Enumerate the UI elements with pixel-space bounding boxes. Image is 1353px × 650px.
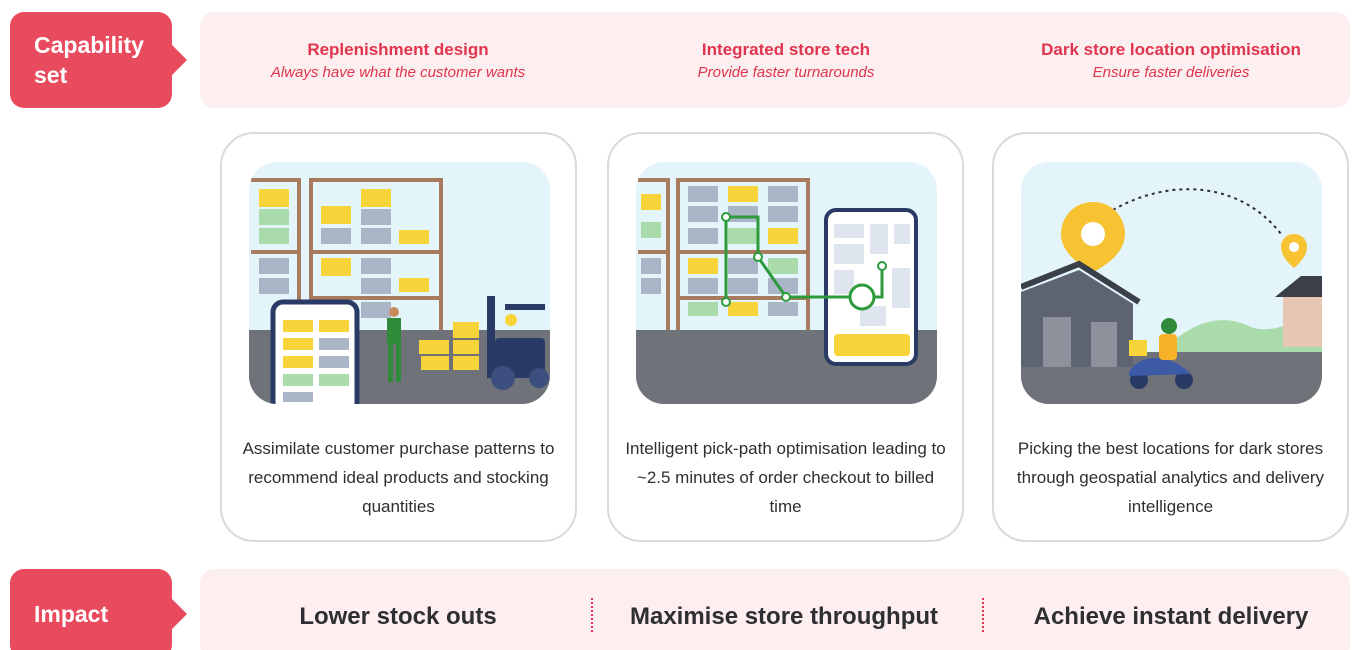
capability-title: Integrated store tech [701,40,871,59]
card-replenishment: Assimilate customer purchase patterns to… [220,132,577,542]
card-store-tech: Intelligent pick-path optimisation leadi… [607,132,964,542]
capability-title: Replenishment design [307,40,489,59]
capability-subtitle: Ensure faster deliveries [1092,64,1250,81]
impact-tag: Impact [10,569,172,650]
impact-band [200,569,1350,650]
card-description: Picking the best locations for dark stor… [1016,439,1325,516]
impact-store-throughput: Maximise store throughput [629,603,939,630]
impact-separator [982,598,984,632]
capability-band [200,12,1350,108]
dark-store-illustration [1021,162,1322,404]
card-description: Assimilate customer purchase patterns to… [242,439,555,516]
impact-label: Impact [34,601,109,627]
warehouse-illustration [249,162,550,404]
pick-path-illustration [636,162,937,404]
impact-separator [591,598,593,632]
card-description: Intelligent pick-path optimisation leadi… [625,439,946,516]
impact-instant-delivery: Achieve instant delivery [1033,603,1309,630]
card-dark-store: Picking the best locations for dark stor… [992,132,1349,542]
impact-lower-stock-outs: Lower stock outs [299,603,497,630]
capability-subtitle: Provide faster turnarounds [697,64,875,81]
capability-set-tag: Capability set [10,12,172,108]
capability-subtitle: Always have what the customer wants [270,64,526,81]
capability-set-label: Capability set [34,32,144,88]
route-map-icon [636,162,937,404]
capability-store-tech: Integrated store tech Provide faster tur… [596,38,976,84]
warehouse-icon [249,162,550,404]
capability-title: Dark store location optimisation [1041,40,1301,59]
capability-replenishment: Replenishment design Always have what th… [208,38,588,84]
location-pin-icon [1021,162,1322,404]
capability-dark-store: Dark store location optimisation Ensure … [981,38,1353,84]
